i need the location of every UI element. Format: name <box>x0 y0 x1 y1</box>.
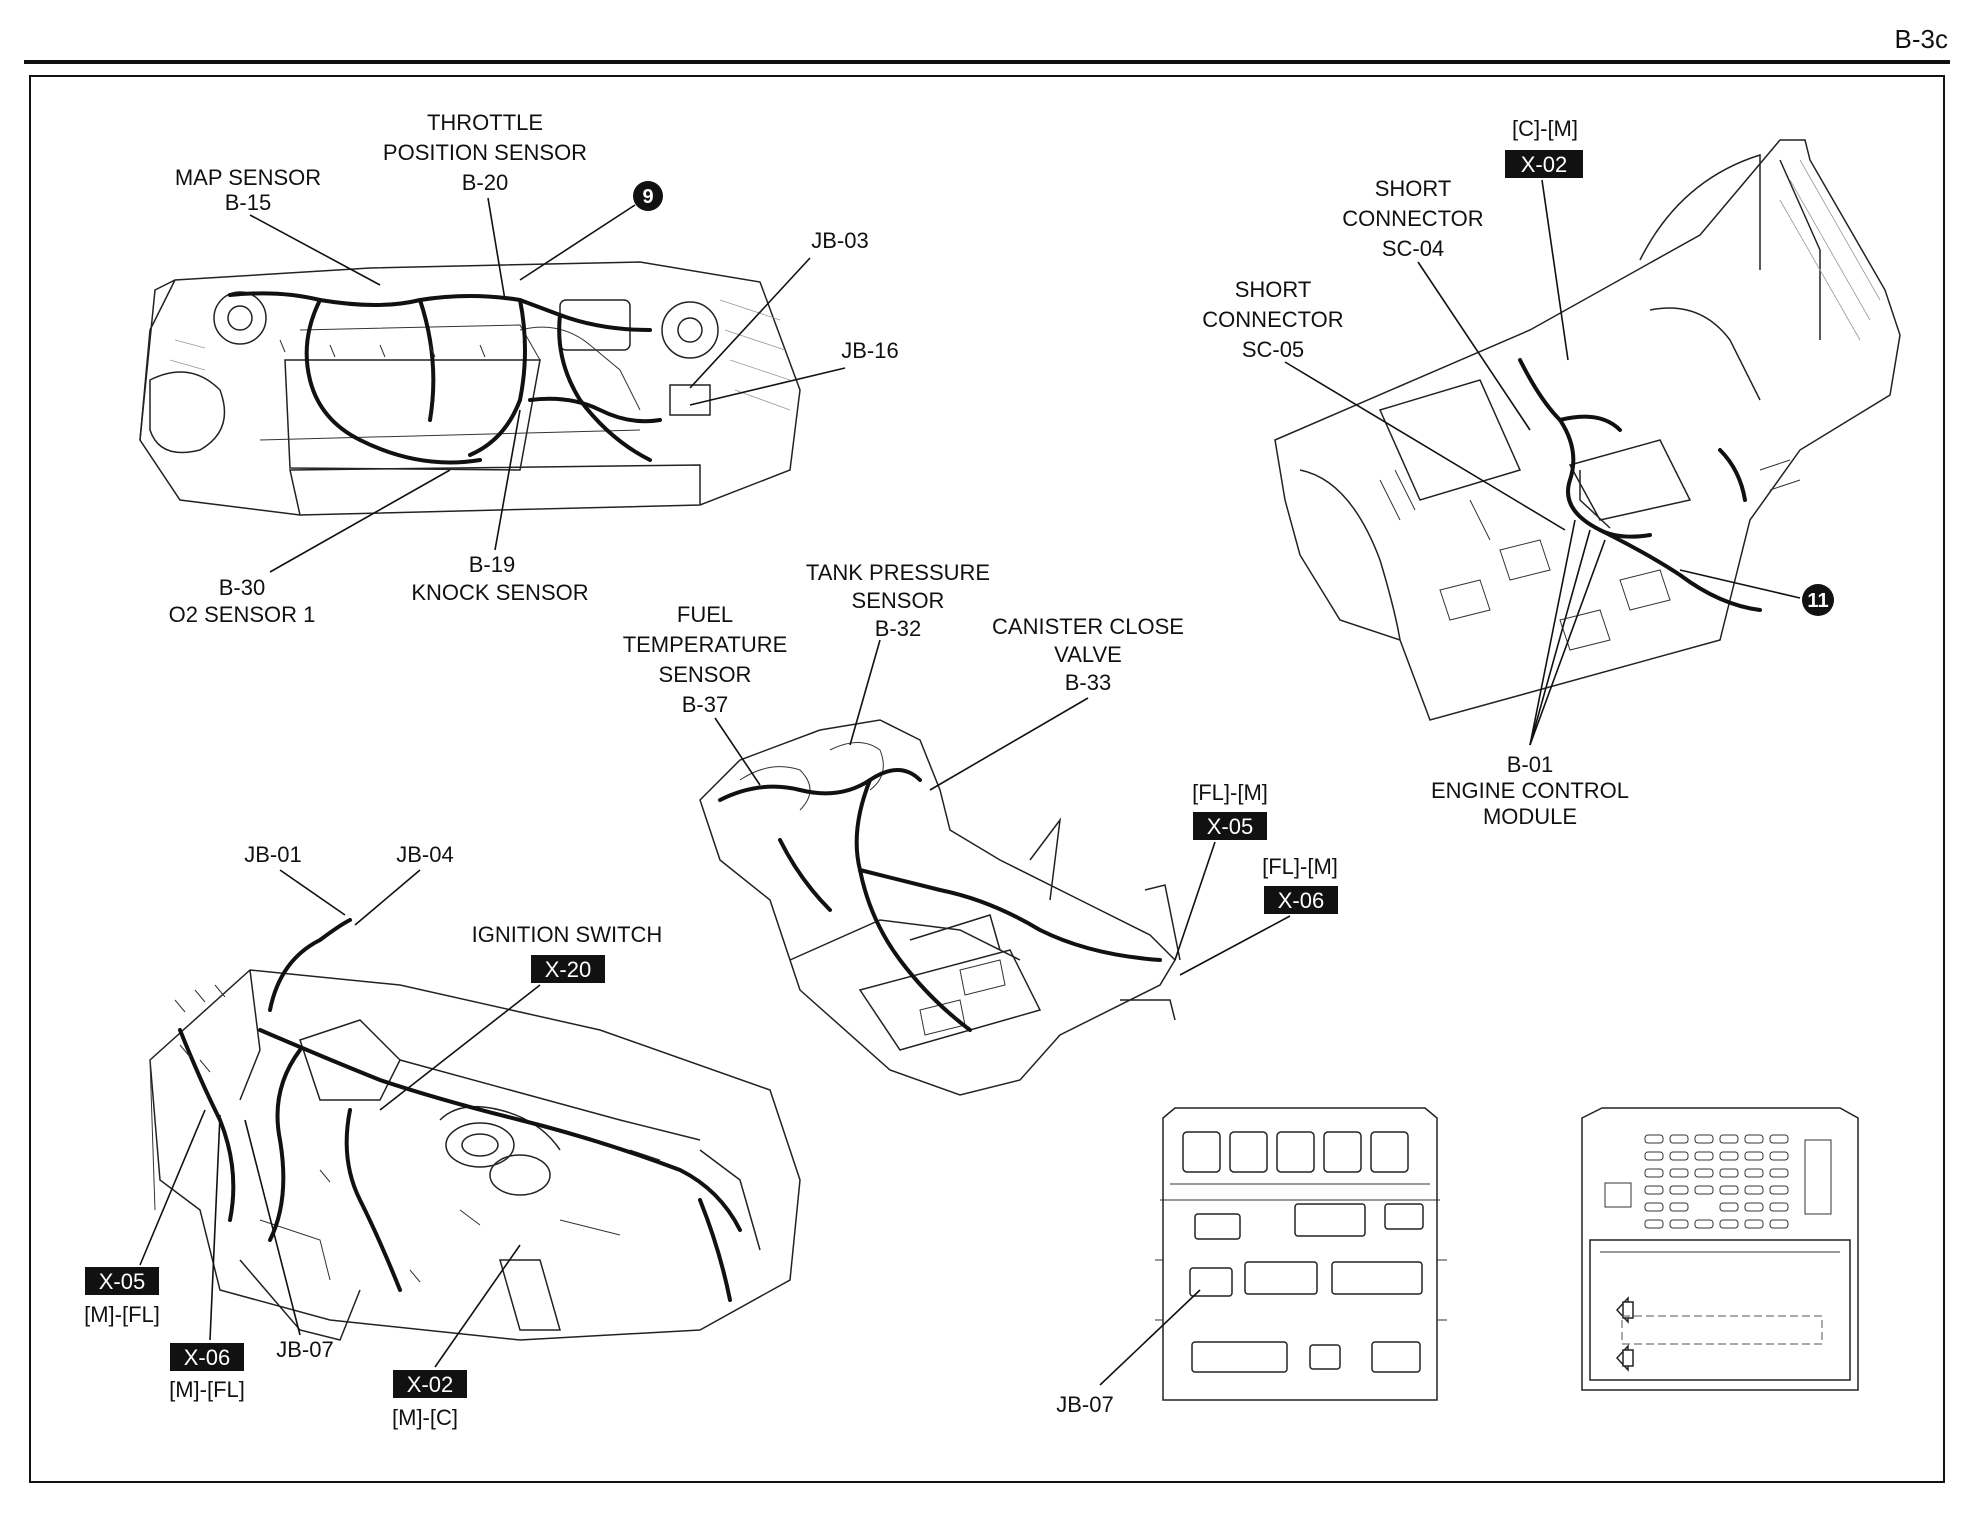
connector-box-x05-dash <box>85 1267 159 1295</box>
leader-x02-top <box>1541 179 1569 361</box>
connector-box-x05-floor <box>1193 812 1267 840</box>
ecm-area-illustration <box>1274 139 1901 721</box>
label-jb04: JB-04 <box>396 842 453 867</box>
label-short-1: SHORT <box>1375 176 1452 201</box>
leader-jb03 <box>689 257 811 389</box>
leader-ecm-1 <box>1529 519 1576 746</box>
leader-b30 <box>269 469 451 573</box>
leader-b32 <box>849 639 881 746</box>
leader-b33 <box>929 697 1089 791</box>
label-valve: VALVE <box>1054 642 1122 667</box>
label-m-c: [M]-[C] <box>392 1405 458 1430</box>
label-connector-2: CONNECTOR <box>1202 307 1343 332</box>
leader-sc04 <box>1417 261 1531 431</box>
dashboard-illustration <box>149 918 801 1341</box>
label-sc04: SC-04 <box>1382 236 1444 261</box>
leader-jb07-dash <box>244 1119 301 1336</box>
leader-map-sensor <box>249 214 381 286</box>
leader-ecm-3 <box>1529 539 1606 746</box>
leader-b19 <box>494 409 521 551</box>
label-canister-close: CANISTER CLOSE <box>992 614 1184 639</box>
label-m-fl-1: [M]-[FL] <box>84 1302 160 1327</box>
label-throttle: THROTTLE <box>427 110 543 135</box>
connector-x05-floor-text: X-05 <box>1207 814 1253 839</box>
label-b32: B-32 <box>875 616 921 641</box>
label-b37: B-37 <box>682 692 728 717</box>
label-fuel-sensor: SENSOR <box>659 662 752 687</box>
label-jb16: JB-16 <box>841 338 898 363</box>
leader-jb07-block <box>1099 1289 1201 1386</box>
label-module: MODULE <box>1483 804 1577 829</box>
ground-marker-9-number: 9 <box>642 186 653 208</box>
leader-tps <box>487 197 506 301</box>
label-short-2: SHORT <box>1235 277 1312 302</box>
label-fl-m-1: [FL]-[M] <box>1192 780 1268 805</box>
connector-x05-dash-text: X-05 <box>99 1269 145 1294</box>
label-m-fl-2: [M]-[FL] <box>169 1377 245 1402</box>
connector-box-x02-top <box>1505 150 1583 178</box>
label-b15: B-15 <box>225 190 271 215</box>
junction-block-front <box>1155 1107 1447 1401</box>
connector-box-x02-dash <box>393 1370 467 1398</box>
page-number: B-3c <box>1895 24 1948 54</box>
leader-ground-11 <box>1679 569 1801 599</box>
label-fl-m-2: [FL]-[M] <box>1262 854 1338 879</box>
label-temperature: TEMPERATURE <box>623 632 788 657</box>
diagram-frame <box>29 75 1945 1483</box>
label-jb01: JB-01 <box>244 842 301 867</box>
label-jb07-dash: JB-07 <box>276 1337 333 1362</box>
leader-jb16 <box>689 367 846 406</box>
leader-sc05 <box>1284 361 1566 531</box>
leader-jb04 <box>354 869 421 926</box>
rear-fuse-grid <box>1644 1134 1789 1229</box>
label-knock-sensor: KNOCK SENSOR <box>411 580 588 605</box>
connector-x06-floor-text: X-06 <box>1278 888 1324 913</box>
label-tank-pressure: TANK PRESSURE <box>806 560 990 585</box>
label-c-m: [C]-[M] <box>1512 116 1578 141</box>
leader-ground-9 <box>519 204 636 281</box>
label-b30: B-30 <box>219 575 265 600</box>
leader-x02-dash <box>434 1244 521 1368</box>
ground-marker-11-number: 11 <box>1807 590 1828 612</box>
label-jb03: JB-03 <box>811 228 868 253</box>
label-fuel: FUEL <box>677 602 733 627</box>
connector-box-x06-floor <box>1264 886 1338 914</box>
label-b19: B-19 <box>469 552 515 577</box>
leader-x06-dash <box>209 1114 221 1341</box>
leader-b37 <box>714 717 761 786</box>
connector-x02-top-text: X-02 <box>1521 152 1567 177</box>
label-engine-control: ENGINE CONTROL <box>1431 778 1629 803</box>
leader-x05-dash <box>139 1109 206 1266</box>
leader-x05-floor <box>1174 841 1216 961</box>
label-o2-sensor-1: O2 SENSOR 1 <box>169 602 316 627</box>
leader-jb01 <box>279 869 346 916</box>
connector-box-x06-dash <box>170 1343 244 1371</box>
label-jb07-block: JB-07 <box>1056 1392 1113 1417</box>
connector-x02-dash-text: X-02 <box>407 1372 453 1397</box>
label-position-sensor: POSITION SENSOR <box>383 140 587 165</box>
connector-x06-dash-text: X-06 <box>184 1345 230 1370</box>
leader-x06-floor <box>1179 915 1291 976</box>
leader-ecm-2 <box>1529 529 1591 746</box>
junction-block-rear <box>1581 1107 1859 1391</box>
floor-harness-illustration <box>699 719 1181 1096</box>
label-b20: B-20 <box>462 170 508 195</box>
ground-marker-9 <box>633 181 663 211</box>
leader-ignition-switch <box>379 984 541 1111</box>
label-ignition-switch: IGNITION SWITCH <box>472 922 663 947</box>
engine-bay-illustration <box>139 261 801 516</box>
label-map-sensor: MAP SENSOR <box>175 165 321 190</box>
ground-marker-11 <box>1802 584 1834 616</box>
label-tank-sensor: SENSOR <box>852 588 945 613</box>
label-sc05: SC-05 <box>1242 337 1304 362</box>
label-b33: B-33 <box>1065 670 1111 695</box>
label-b01: B-01 <box>1507 752 1553 777</box>
connector-x20-text: X-20 <box>545 957 591 982</box>
connector-box-x20 <box>531 955 605 983</box>
label-connector-1: CONNECTOR <box>1342 206 1483 231</box>
